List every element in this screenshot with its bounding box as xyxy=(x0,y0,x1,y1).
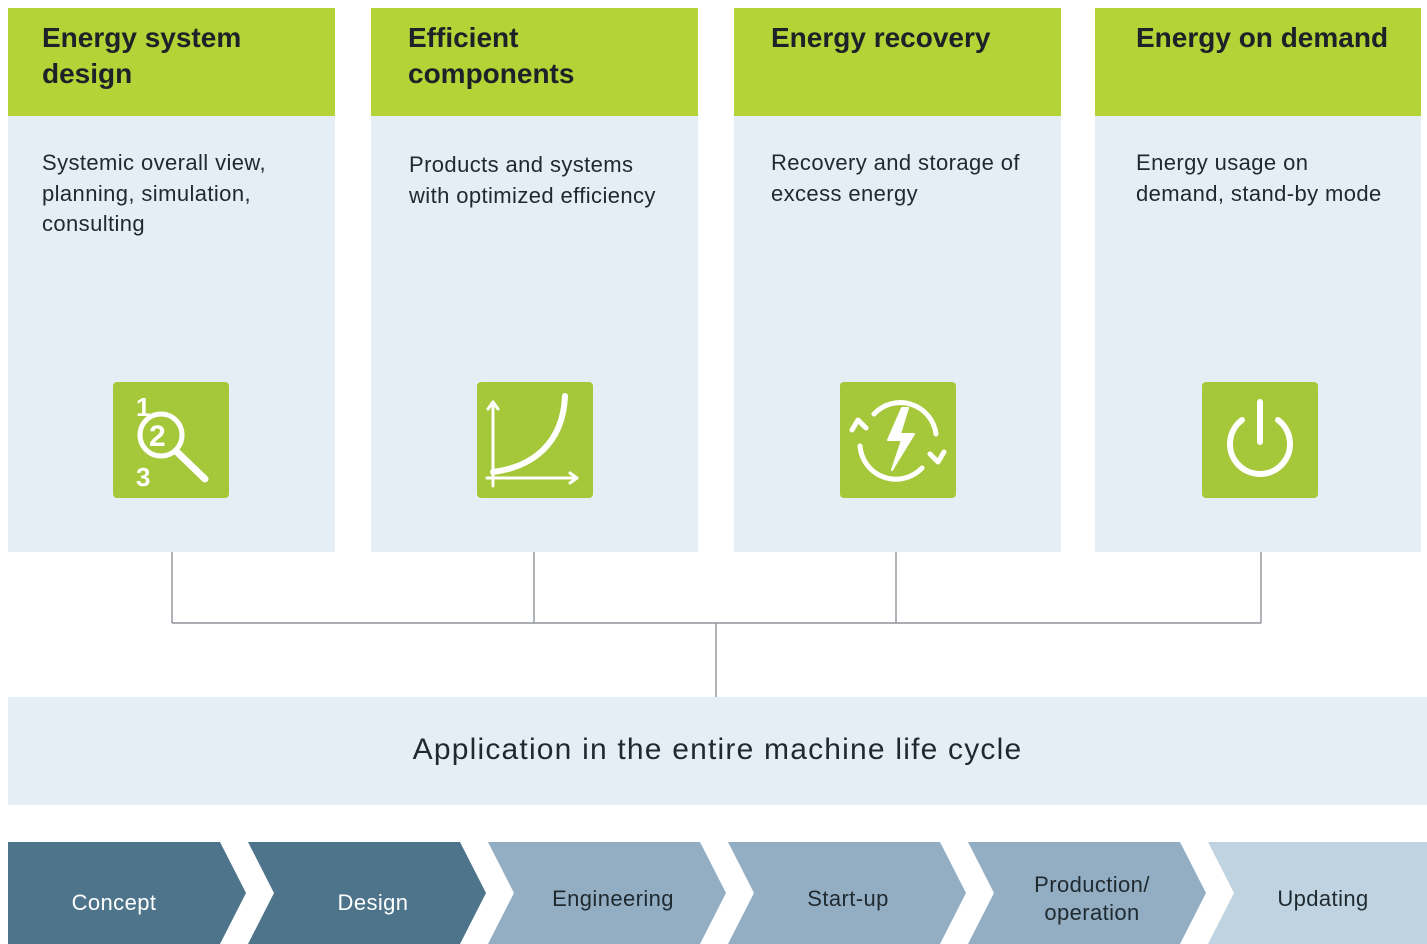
pillar-title: Energy on demand xyxy=(1136,22,1389,53)
phase-concept: Concept xyxy=(71,890,157,915)
energy-recycle-icon xyxy=(840,382,956,498)
life-cycle-banner: Application in the entire machine life c… xyxy=(8,697,1427,805)
step-three-digit: 3 xyxy=(136,462,150,492)
pillar-header: Energy on demand xyxy=(1095,8,1421,116)
pillar-efficient-components: Efficient components Products and system… xyxy=(371,8,698,552)
pillar-header: Efficient components xyxy=(371,8,698,116)
phase-chevrons xyxy=(8,842,1427,944)
efficiency-curve-icon xyxy=(477,382,593,498)
pillar-header: Energy system design xyxy=(8,8,335,116)
banner-text: Application in the entire machine life c… xyxy=(412,733,1023,766)
phase-design: Design xyxy=(337,890,409,915)
life-cycle-phases: Concept Design Engineering Start-up Prod… xyxy=(0,842,1427,944)
phase-production-operation: Production/ operation xyxy=(1034,872,1150,925)
phase-updating: Updating xyxy=(1277,886,1369,911)
pillar-description: Recovery and storage of excess energy xyxy=(771,150,1020,206)
pillar-title: Energy recovery xyxy=(771,22,991,53)
step-two-digit: 2 xyxy=(149,420,166,453)
pillar-title: Efficient components xyxy=(408,22,575,89)
pillar-header: Energy recovery xyxy=(734,8,1061,116)
phase-start-up: Start-up xyxy=(807,886,889,911)
power-icon xyxy=(1202,382,1318,498)
phase-engineering: Engineering xyxy=(552,886,674,911)
pillar-energy-system-design: Energy system design Systemic overall vi… xyxy=(8,8,335,552)
pillar-description: Products and systems with optimized effi… xyxy=(409,152,656,208)
pillar-energy-on-demand: Energy on demand Energy usage on demand,… xyxy=(1095,8,1421,552)
step-one-digit: 1 xyxy=(136,392,150,422)
pillar-title: Energy system design xyxy=(42,22,242,89)
pillar-description: Energy usage on demand, stand-by mode xyxy=(1136,150,1382,206)
pillar-energy-recovery: Energy recovery Recovery and storage of … xyxy=(734,8,1061,552)
pillar-description: Systemic overall view, planning, simulat… xyxy=(42,150,266,236)
magnifier-steps-icon: 1 2 3 xyxy=(113,382,229,498)
